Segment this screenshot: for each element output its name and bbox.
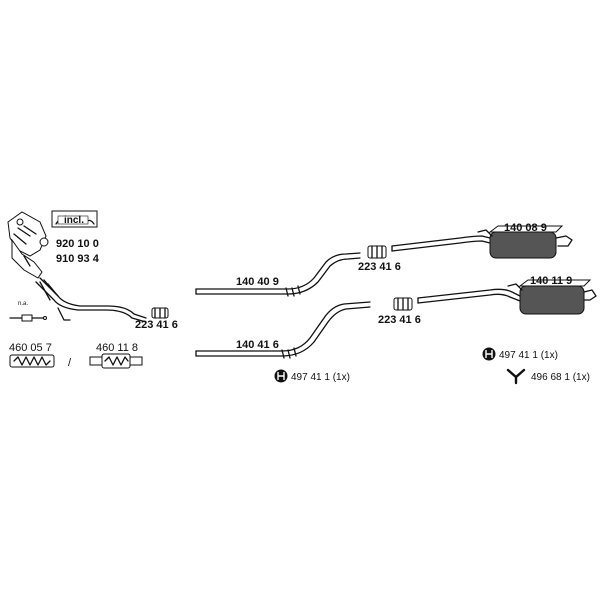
rear-silencer-upper[interactable] (391, 225, 573, 259)
clamp-lower-label: 223 41 6 (378, 314, 421, 326)
rear-silencer-upper-label: 140 08 9 (504, 222, 547, 234)
rubber-mount-label: 496 68 1 (1x) (531, 372, 590, 383)
hanger-lower-middle-label: 497 41 1 (1x) (291, 372, 350, 383)
rubber-mount-icon[interactable] (506, 368, 526, 385)
flex-pipe-separator: / (68, 357, 72, 369)
included-parts-box (51, 210, 98, 228)
flex-pipe-1-label: 460 05 7 (9, 342, 52, 354)
middle-pipe-lower[interactable] (195, 301, 371, 359)
flex-pipe-2-icon[interactable] (89, 353, 143, 369)
catalyst-part-number-2: 910 93 4 (56, 253, 100, 265)
middle-pipe-lower-label: 140 41 6 (236, 339, 279, 351)
clamp-front-label: 223 41 6 (135, 319, 178, 331)
hanger-rear-label: 497 41 1 (1x) (499, 350, 558, 361)
front-pipe[interactable] (35, 277, 147, 323)
hanger-icon-lower-middle[interactable] (274, 369, 288, 383)
clamp-front-icon[interactable] (151, 307, 169, 319)
clamp-upper-label: 223 41 6 (358, 261, 401, 273)
clamp-lower-icon[interactable] (393, 297, 413, 311)
clamp-upper-icon[interactable] (367, 245, 387, 259)
catalyst-part-number-1: 920 10 0 (56, 238, 99, 250)
lambda-sensor[interactable] (9, 314, 47, 322)
middle-pipe-upper-label: 140 40 9 (236, 276, 279, 288)
flex-pipe-1-icon[interactable] (9, 354, 55, 368)
not-available-note: n.a. (18, 301, 28, 307)
hanger-icon-rear[interactable] (482, 347, 496, 361)
middle-pipe-upper[interactable] (195, 252, 361, 297)
flex-pipe-2-label: 460 11 8 (96, 342, 138, 354)
catalytic-converter[interactable] (7, 211, 49, 279)
rear-silencer-lower[interactable] (417, 279, 597, 315)
rear-silencer-lower-label: 140 11 9 (530, 275, 572, 287)
included-badge: incl. (64, 215, 84, 226)
